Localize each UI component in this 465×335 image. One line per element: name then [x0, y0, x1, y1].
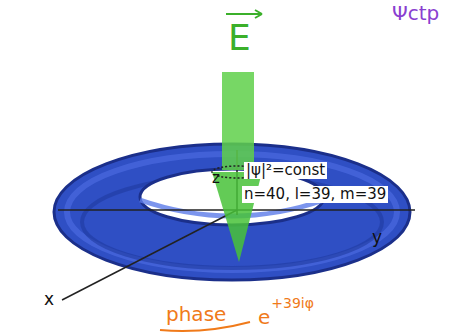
axis-label: y	[372, 228, 382, 247]
axis-label: x	[44, 290, 54, 309]
phase-factor: e	[258, 306, 270, 328]
torus-shading	[67, 154, 397, 270]
axis-label: z	[212, 170, 220, 187]
field-beam	[222, 72, 254, 170]
vector-arrow-head	[255, 10, 262, 18]
x-axis	[62, 210, 237, 300]
quantum-numbers: n=40, l=39, m=39	[242, 186, 388, 203]
vector-arrow	[226, 13, 262, 15]
phase-exponent: +39iφ	[271, 296, 314, 311]
field-label: E	[228, 18, 251, 58]
density-note: |ψ|²=const	[244, 162, 327, 179]
wavefunction-label: Ψctp	[392, 2, 439, 24]
phase-label: phase	[166, 303, 226, 325]
